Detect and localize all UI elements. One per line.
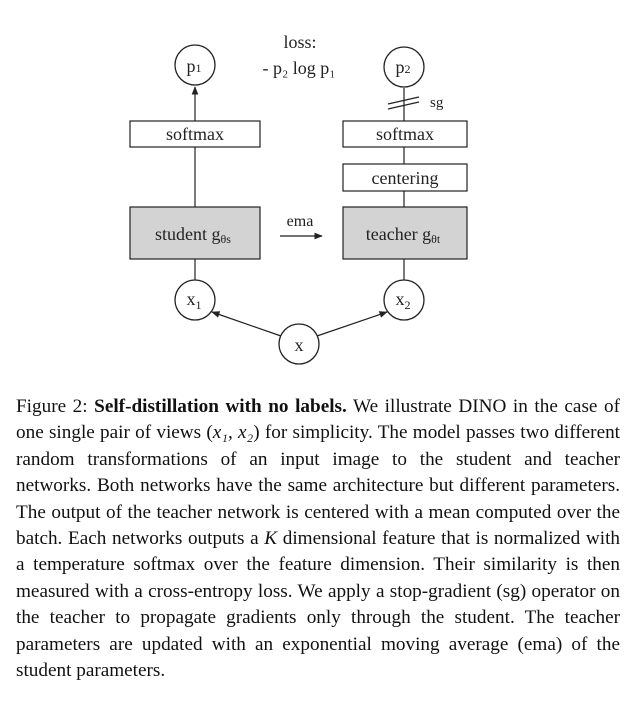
- student-input-label: x1: [187, 289, 202, 312]
- teacher-output-node: [383, 46, 425, 88]
- caption-text-a: We illustrate DINO in the case of one si…: [16, 396, 620, 444]
- caption-text-b: ) for simplicity. The model passes two d…: [16, 422, 621, 550]
- stop-gradient-label: sg: [430, 95, 444, 111]
- teacher-softmax-box: [342, 120, 468, 148]
- teacher-branch: p2 sg softmax centering teacher gθt x2: [342, 46, 468, 321]
- student-output-label: p1: [187, 56, 202, 76]
- student-network-label: student gθs: [155, 224, 231, 246]
- source-input-label: x: [295, 335, 304, 355]
- teacher-network-box: [342, 206, 468, 260]
- caption-prefix: Figure 2:: [16, 396, 95, 417]
- teacher-centering-label: centering: [372, 168, 439, 188]
- stop-gradient-mark-1: [387, 96, 420, 105]
- student-softmax-box: [129, 120, 261, 148]
- teacher-input-node: [383, 279, 425, 321]
- student-branch: p1 softmax student gθs x1: [129, 44, 261, 321]
- caption-view-math: x₁, x₂: [212, 422, 254, 444]
- caption-title: Self-distillation with no labels.: [94, 396, 347, 417]
- dino-diagram: loss: - p₂ log p₁ p1 softmax student gθs…: [129, 32, 468, 365]
- teacher-network-label: teacher gθt: [366, 224, 441, 246]
- source-to-teacher-arrow: [316, 311, 388, 337]
- student-network-box: [129, 206, 261, 260]
- teacher-centering-box: [342, 163, 468, 192]
- loss-formula: - p₂ log p₁: [262, 58, 335, 78]
- stop-gradient-mark-2: [387, 101, 420, 110]
- teacher-input-label: x2: [396, 289, 411, 312]
- ema-label: ema: [287, 213, 314, 230]
- loss-label: loss:: [283, 32, 316, 52]
- source-to-student-arrow: [211, 311, 282, 337]
- student-output-node: [174, 44, 216, 86]
- teacher-output-label: p2: [396, 57, 411, 77]
- figure-caption: Figure 2: Self-distillation with no labe…: [16, 394, 620, 684]
- student-input-node: [174, 279, 216, 321]
- caption-k-math: K: [264, 528, 278, 550]
- caption-text-c: dimensional feature that is normalized w…: [16, 528, 620, 682]
- source-input-node: [278, 323, 320, 365]
- teacher-softmax-label: softmax: [376, 124, 434, 144]
- student-softmax-label: softmax: [166, 124, 224, 144]
